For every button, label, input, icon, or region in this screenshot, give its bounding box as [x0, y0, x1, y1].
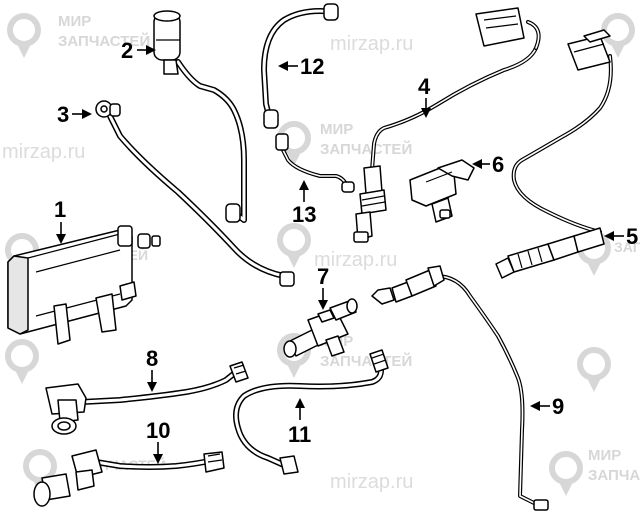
watermark-logo: МИР ЗАПЧАСТЕЙ: [277, 121, 412, 166]
watermark-line2: ЗАПЧАСТЕЙ: [320, 140, 412, 158]
watermark-url: mirzap.ru: [330, 471, 413, 493]
vacuum-line-part[interactable]: [275, 133, 355, 193]
watermark-url: mirzap.ru: [2, 141, 85, 163]
vacuum-hose-part[interactable]: [233, 349, 389, 475]
crankcase-vent-hose-part[interactable]: [371, 265, 549, 511]
callout-number: 8: [146, 346, 158, 371]
callout-number: 2: [121, 38, 133, 63]
callout-number: 5: [626, 224, 638, 249]
callout-13: 13: [292, 180, 316, 227]
purge-hose-part[interactable]: [261, 3, 339, 129]
callout-2: 2: [121, 38, 156, 63]
callout-8: 8: [146, 346, 158, 392]
callout-number: 9: [552, 394, 564, 419]
vacuum-reservoir-part[interactable]: [153, 10, 247, 223]
callout-number: 10: [146, 418, 170, 443]
callout-10: 10: [146, 418, 170, 464]
callout-9: 9: [530, 394, 564, 419]
watermark-logo: [277, 223, 311, 268]
callout-12: 12: [278, 54, 324, 79]
watermark-line2: ЗАПЧАСТЕЙ: [614, 238, 640, 255]
watermark-logo: МИР ЗАПЧАСТЕЙ: [7, 13, 150, 58]
callout-number: 11: [288, 422, 311, 447]
charcoal-canister-part[interactable]: [7, 225, 161, 345]
watermark-line1: МИР: [58, 13, 91, 30]
watermark-logo: [577, 347, 611, 392]
callout-number: 7: [317, 264, 329, 289]
callout-number: 1: [54, 197, 66, 222]
callout-number: 3: [57, 102, 69, 127]
watermark-line2: ЗАПЧАСТЕЙ: [320, 352, 412, 370]
vacuum-tee-connector-part[interactable]: [283, 298, 358, 358]
watermark-line2: ЗАПЧАСТЕЙ: [588, 466, 640, 484]
watermark-url: mirzap.ru: [314, 249, 397, 271]
breather-hose-part[interactable]: [45, 361, 249, 435]
callout-number: 6: [492, 152, 504, 177]
watermark-line1: МИР: [320, 121, 353, 138]
watermark-line2: ЗАПЧАСТЕЙ: [58, 32, 150, 50]
callout-number: 4: [418, 74, 431, 99]
vent-hose-part[interactable]: [95, 100, 295, 287]
callout-6: 6: [472, 152, 504, 177]
oxygen-sensor-downstream-part[interactable]: [495, 29, 613, 279]
callout-5: 5: [604, 224, 638, 249]
oxygen-sensor-upstream-part[interactable]: [353, 7, 541, 243]
callout-11: 11: [288, 398, 311, 447]
callout-7: 7: [317, 264, 329, 310]
watermark-line1: МИР: [588, 447, 621, 464]
callout-3: 3: [57, 102, 92, 127]
callout-4: 4: [418, 74, 431, 118]
watermark-logo: [5, 339, 39, 384]
watermark-url: mirzap.ru: [330, 33, 413, 55]
pcv-hose-part[interactable]: [33, 449, 225, 507]
callout-number: 13: [292, 202, 316, 227]
watermark-logo: МИР ЗАПЧАСТЕЙ: [549, 447, 640, 496]
ignition-coil-part[interactable]: [409, 159, 475, 223]
callout-1: 1: [54, 197, 66, 244]
callout-number: 12: [300, 54, 324, 79]
